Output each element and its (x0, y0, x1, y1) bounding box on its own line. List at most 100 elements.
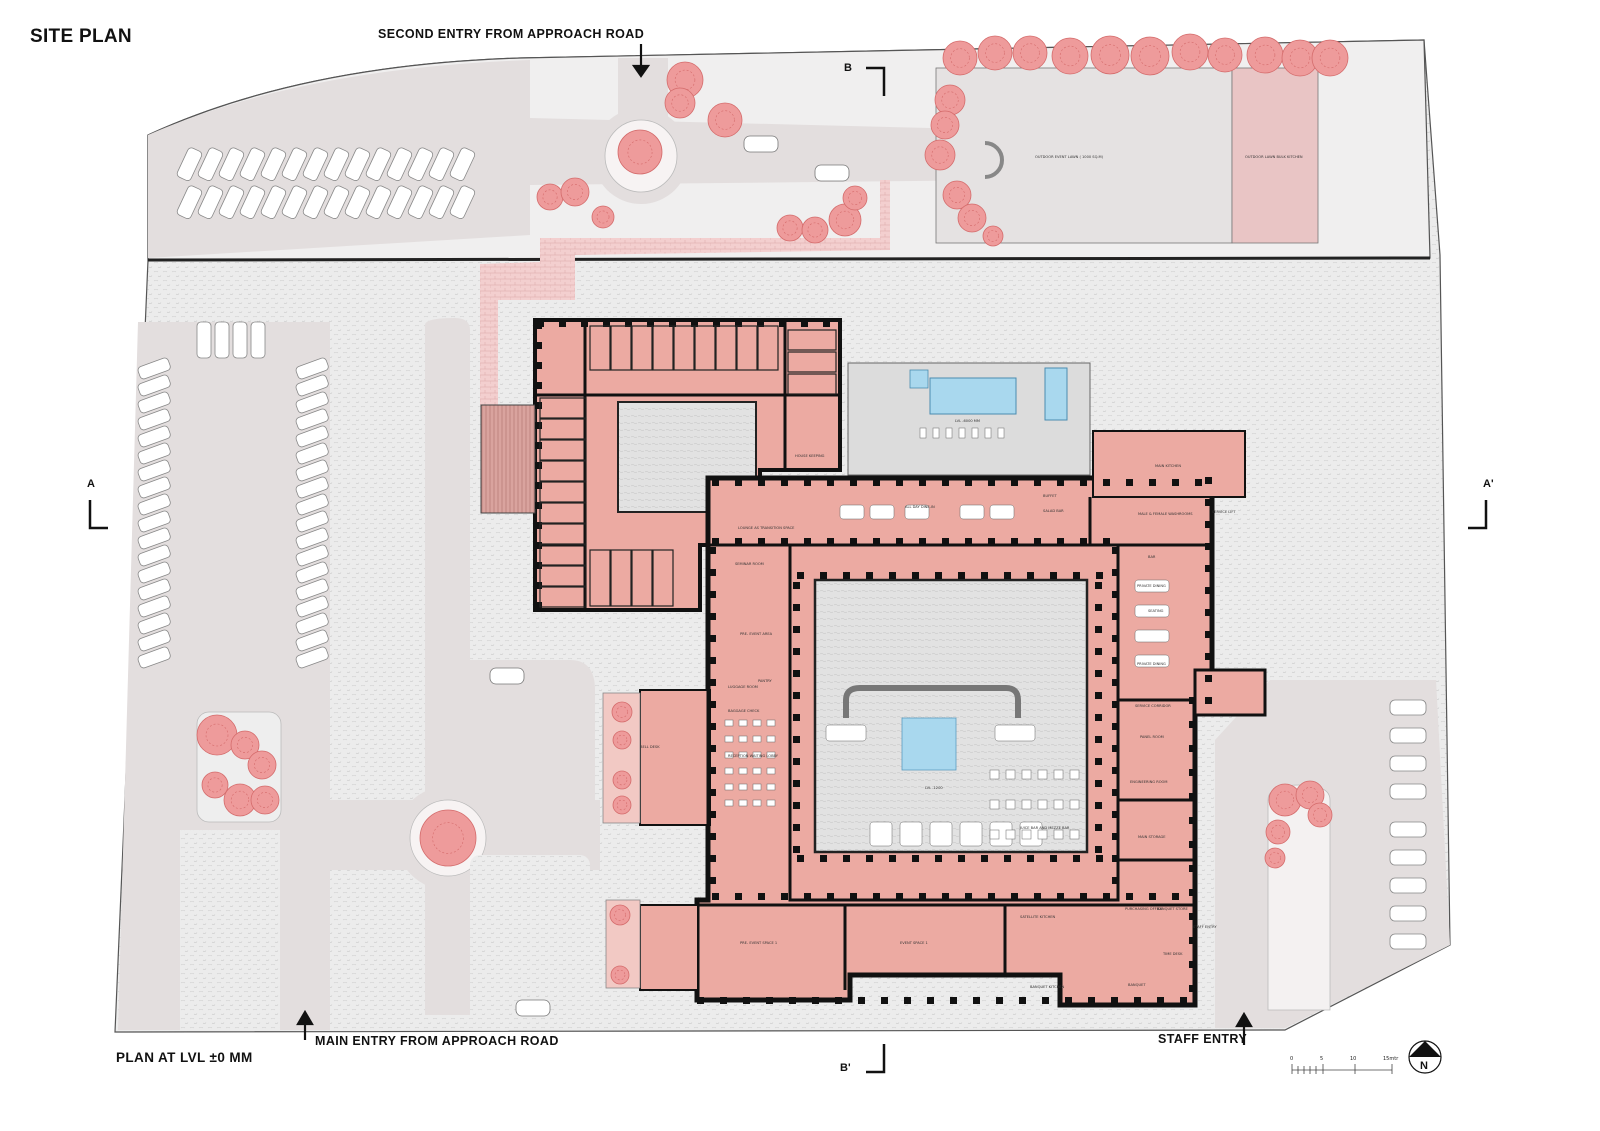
column (793, 648, 800, 655)
column (850, 893, 857, 900)
dining-table (1134, 579, 1170, 593)
tree-icon (196, 714, 238, 756)
dining-table (869, 504, 895, 520)
column (1095, 846, 1102, 853)
tree-icon (942, 40, 978, 76)
column (1080, 538, 1087, 545)
lobby-seat (752, 783, 762, 791)
column (709, 591, 716, 598)
column (535, 502, 542, 509)
column (535, 442, 542, 449)
column (1205, 543, 1212, 550)
column (1111, 997, 1118, 1004)
column (709, 547, 716, 554)
column (1095, 604, 1102, 611)
parking-stall (323, 185, 350, 219)
parking-stalls-east (1389, 699, 1427, 950)
column (1050, 572, 1057, 579)
parking-stall (137, 561, 171, 584)
column (1112, 547, 1119, 554)
column (1095, 736, 1102, 743)
section-a-label: A (87, 478, 95, 490)
dining-table (989, 504, 1015, 520)
dining-table (839, 504, 865, 520)
scale-tick-10: 10 (1350, 1056, 1356, 1062)
column (1189, 961, 1196, 968)
column (1011, 538, 1018, 545)
column (965, 893, 972, 900)
column (709, 657, 716, 664)
booth (869, 821, 893, 847)
bar-table (1053, 829, 1064, 840)
column (1157, 997, 1164, 1004)
column (1189, 889, 1196, 896)
column (1080, 893, 1087, 900)
booth (899, 821, 923, 847)
parking-stall (218, 147, 245, 181)
parking-stall (137, 408, 171, 431)
column (1112, 679, 1119, 686)
label-banquet-kitchen: BANQUET KITCHEN (1030, 985, 1065, 989)
parking-stall (295, 374, 329, 397)
guest-room (757, 325, 779, 371)
column (1172, 479, 1179, 486)
parking-stall (295, 408, 329, 431)
column (919, 538, 926, 545)
column (669, 320, 676, 327)
column (1112, 833, 1119, 840)
parking-stall (323, 147, 350, 181)
tree-icon (591, 205, 615, 229)
parking-stall (449, 147, 476, 181)
tree-icon (1265, 819, 1291, 845)
parking-stall (137, 595, 171, 618)
label-pre-event-space: PRE- EVENT SPACE 1 (740, 941, 777, 945)
column (1112, 811, 1119, 818)
tree-icon (1051, 37, 1089, 75)
tree-icon (1311, 39, 1349, 77)
tree-icon (612, 795, 632, 815)
parking-stall (137, 629, 171, 652)
label-house-keeping: HOUSE KEEPING (795, 454, 825, 458)
label-main-storage: MAIN STORAGE (1138, 835, 1166, 839)
parking-stall (218, 185, 245, 219)
column (793, 846, 800, 853)
column (1112, 635, 1119, 642)
label-pool-level: LVL -6000 MM (955, 419, 980, 423)
tree-icon (707, 102, 743, 138)
parking-stall (295, 561, 329, 584)
tree-icon (230, 730, 260, 760)
column (535, 462, 542, 469)
column (709, 613, 716, 620)
parking-stall (137, 391, 171, 414)
tree-icon (977, 35, 1013, 71)
pool-lounger (984, 427, 992, 439)
lobby-seat (766, 719, 776, 727)
tree-icon (842, 185, 868, 211)
column (709, 723, 716, 730)
label-event-space: EVENT SPACE 1 (900, 941, 928, 945)
column (850, 538, 857, 545)
parking-stall (1389, 877, 1427, 894)
column (581, 320, 588, 327)
column (1112, 701, 1119, 708)
parking-stall (428, 185, 455, 219)
column (1134, 997, 1141, 1004)
parking-stall (137, 612, 171, 635)
column (793, 780, 800, 787)
column (603, 320, 610, 327)
column (709, 877, 716, 884)
column (1189, 745, 1196, 752)
tree-icon (609, 904, 631, 926)
column (735, 320, 742, 327)
parking-stall (295, 442, 329, 465)
column (743, 997, 750, 1004)
column (1205, 631, 1212, 638)
parking-stall (239, 185, 266, 219)
column (1205, 521, 1212, 528)
column (1189, 937, 1196, 944)
lobby-seat (724, 799, 734, 807)
structural-columns (535, 320, 1212, 1004)
column (1205, 565, 1212, 572)
lobby-seat (766, 735, 776, 743)
parking-stall (365, 185, 392, 219)
